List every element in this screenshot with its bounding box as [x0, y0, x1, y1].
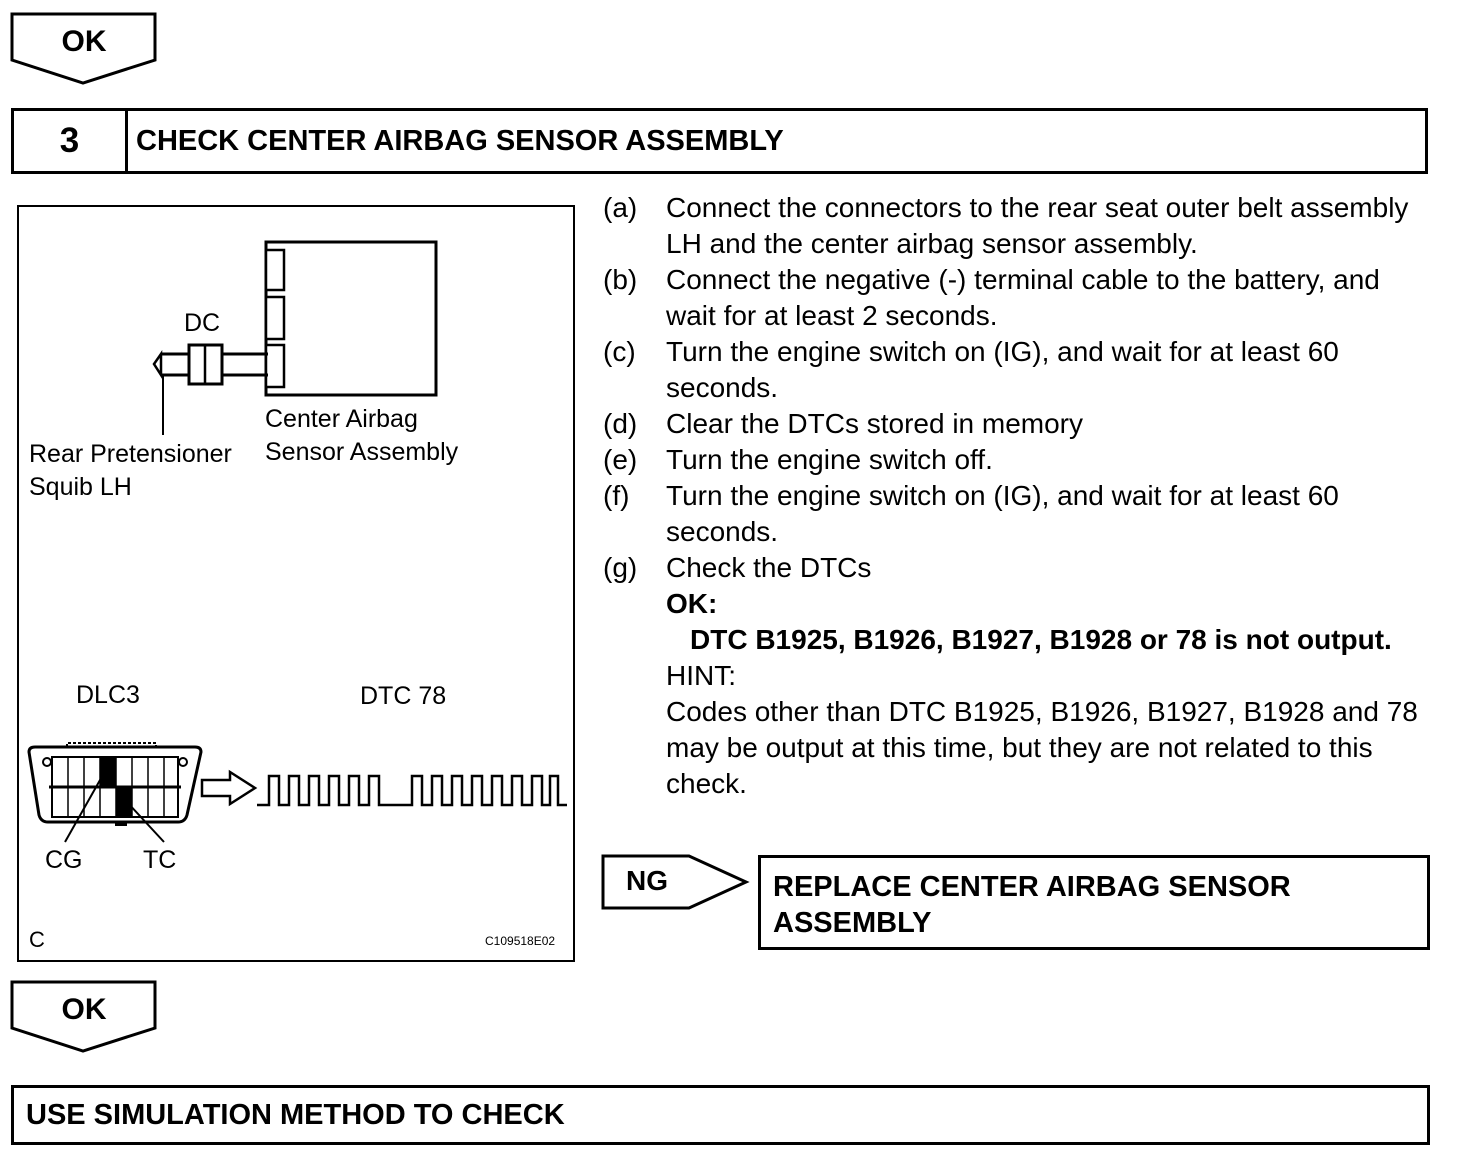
- instruction-text: Clear the DTCs stored in memory: [666, 408, 1084, 439]
- instruction-letter: (e): [603, 444, 638, 475]
- figure-corner-letter: C: [29, 927, 45, 952]
- figure-code: C109518E02: [485, 934, 556, 948]
- hint-text: Codes other than DTC B1925, B1926, B1927…: [666, 696, 1418, 799]
- sensor-connector-1: [264, 248, 286, 292]
- instruction-item: (f) Turn the engine switch on (IG), and …: [603, 478, 1433, 550]
- instruction-item: (a) Connect the connectors to the rear s…: [603, 190, 1433, 262]
- squib-label-line1: Rear Pretensioner: [29, 440, 232, 468]
- ok-arrow-shape: [10, 12, 157, 85]
- ng-action-text: REPLACE CENTER AIRBAG SENSOR ASSEMBLY: [773, 871, 1291, 939]
- instruction-item: (d) Clear the DTCs stored in memory: [603, 406, 1433, 442]
- ok-criteria: OK: DTC B1925, B1926, B1927, B1928 or 78…: [603, 586, 1433, 802]
- sensor-connector-2: [264, 295, 286, 341]
- instruction-item: (g) Check the DTCs: [603, 550, 1433, 586]
- figure-drawing: [27, 240, 567, 843]
- instruction-letter: (d): [603, 408, 638, 439]
- instruction-text: Connect the negative (-) terminal cable …: [666, 264, 1380, 331]
- hint-heading: HINT:: [666, 660, 736, 691]
- instruction-text: Turn the engine switch off.: [666, 444, 993, 475]
- sensor-label-line1: Center Airbag: [265, 405, 418, 433]
- instruction-text: Turn the engine switch on (IG), and wait…: [666, 480, 1339, 547]
- cg-label: CG: [45, 846, 83, 874]
- instruction-text: Turn the engine switch on (IG), and wait…: [666, 336, 1339, 403]
- wiring-figure: DC Center Airbag Sensor Assembly Rear Pr…: [17, 205, 575, 962]
- ok-criteria-text: DTC B1925, B1926, B1927, B1928 or 78 is …: [690, 624, 1392, 655]
- instruction-item: (b) Connect the negative (-) terminal ca…: [603, 262, 1433, 334]
- dlc3-label: DLC3: [76, 681, 140, 709]
- step-header: 3 CHECK CENTER AIRBAG SENSOR ASSEMBLY: [11, 108, 1428, 174]
- ng-arrow-shape: [601, 854, 750, 910]
- sensor-label-line2: Sensor Assembly: [265, 438, 459, 466]
- instruction-letter: (f): [603, 480, 630, 511]
- ok-label-bottom: OK: [61, 993, 107, 1026]
- step-title: CHECK CENTER AIRBAG SENSOR ASSEMBLY: [136, 125, 784, 157]
- cg-terminal: [116, 788, 132, 816]
- ok-criteria-heading: OK:: [666, 588, 718, 619]
- final-action-box: USE SIMULATION METHOD TO CHECK: [11, 1085, 1430, 1145]
- instruction-text: Check the DTCs: [666, 552, 872, 583]
- squib-end: [152, 350, 163, 380]
- instruction-letter: (a): [603, 192, 638, 223]
- signal-arrow-shape: [200, 769, 258, 807]
- ok-arrow-shape: [10, 980, 157, 1053]
- tc-label: TC: [143, 846, 177, 874]
- squib-label-line2: Squib LH: [29, 473, 132, 501]
- step-number: 3: [14, 111, 128, 171]
- instruction-list: (a) Connect the connectors to the rear s…: [603, 190, 1433, 802]
- ok-label-top: OK: [61, 25, 107, 58]
- tc-terminal: [100, 758, 116, 786]
- instruction-item: (e) Turn the engine switch off.: [603, 442, 1433, 478]
- instruction-letter: (c): [603, 336, 636, 367]
- ng-label: NG: [626, 865, 668, 896]
- ng-action-box: REPLACE CENTER AIRBAG SENSOR ASSEMBLY: [758, 855, 1430, 950]
- instruction-text: Connect the connectors to the rear seat …: [666, 192, 1409, 259]
- instruction-letter: (g): [603, 552, 638, 583]
- dtc-78-label: DTC 78: [360, 682, 447, 710]
- instruction-item: (c) Turn the engine switch on (IG), and …: [603, 334, 1433, 406]
- sensor-assembly-box: [264, 240, 438, 397]
- instruction-letter: (b): [603, 264, 638, 295]
- dc-label: DC: [184, 309, 221, 337]
- dtc-78-waveform: [257, 774, 567, 807]
- final-action-text: USE SIMULATION METHOD TO CHECK: [26, 1099, 565, 1131]
- sensor-connector-3: [264, 343, 286, 389]
